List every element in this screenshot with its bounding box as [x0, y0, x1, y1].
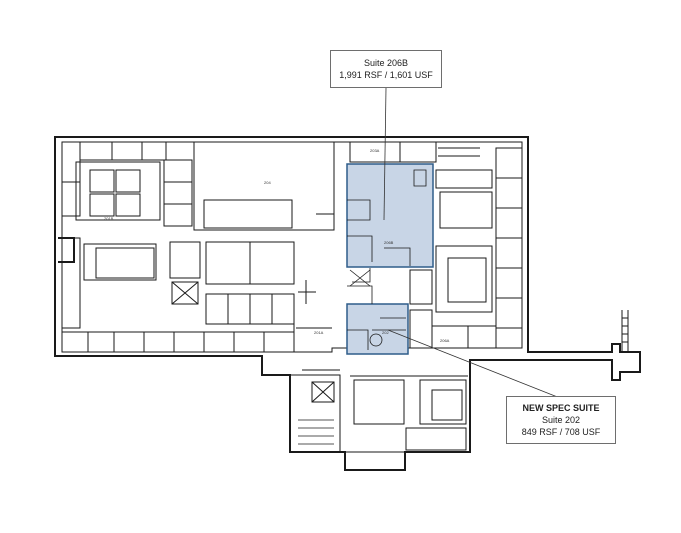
room-block — [233, 331, 265, 353]
room-block — [89, 169, 115, 193]
room-label-206b: 206B — [384, 240, 394, 245]
room-block — [205, 293, 229, 325]
room-block — [431, 325, 469, 349]
room-block — [95, 247, 155, 279]
room-block — [79, 141, 113, 161]
room-block — [227, 293, 251, 325]
room-block — [163, 203, 193, 227]
room-block — [115, 169, 141, 193]
room-block — [409, 309, 433, 349]
room-block — [495, 147, 523, 179]
room-label-201a: 201A — [314, 330, 324, 335]
room-block — [169, 241, 201, 279]
suite-202-heading: NEW SPEC SUITE — [522, 403, 600, 413]
room-block — [171, 281, 199, 305]
room-block — [113, 331, 145, 353]
room-block — [87, 331, 115, 353]
room-block — [353, 379, 405, 425]
room-block — [143, 331, 175, 353]
room-block — [435, 169, 493, 189]
room-block — [405, 427, 467, 451]
room-block — [289, 374, 341, 453]
suite-206b-area: 1,991 RSF / 1,601 USF — [339, 70, 433, 80]
room-label-206a: 206A — [440, 338, 450, 343]
room-block — [439, 191, 493, 229]
room-block — [173, 331, 205, 353]
room-block — [263, 331, 295, 353]
suite-202-highlight — [346, 303, 409, 355]
leader-line-202 — [387, 329, 561, 399]
room-block — [75, 161, 161, 221]
room-block — [83, 243, 157, 281]
room-label-203a: 203A — [370, 148, 380, 153]
leader-line-206b — [383, 87, 387, 221]
room-block — [495, 177, 523, 209]
room-block — [141, 141, 167, 161]
room-block — [205, 241, 251, 285]
room-block — [495, 207, 523, 239]
room-block — [495, 297, 523, 329]
room-block — [115, 193, 141, 217]
inner-wall — [61, 141, 523, 353]
room-block — [495, 237, 523, 269]
room-block — [344, 451, 406, 471]
room-block — [61, 237, 81, 329]
callout-suite-206b: Suite 206B 1,991 RSF / 1,601 USF — [330, 50, 442, 88]
room-label-201b: 201B — [104, 216, 114, 221]
room-block — [447, 257, 487, 303]
room-block — [431, 389, 463, 421]
room-block — [61, 331, 89, 353]
room-block — [203, 199, 293, 229]
room-block — [495, 267, 523, 299]
room-block — [61, 181, 81, 217]
room-204 — [193, 141, 335, 231]
callout-suite-202: NEW SPEC SUITE Suite 202 849 RSF / 708 U… — [506, 396, 616, 444]
room-block — [111, 141, 143, 161]
room-block — [163, 159, 193, 183]
suite-202-title: Suite 202 — [541, 415, 581, 425]
room-block — [419, 379, 467, 425]
room-label-204: 204 — [264, 180, 271, 185]
room-block — [203, 331, 235, 353]
room-block — [163, 181, 193, 205]
room-label-202: 202 — [382, 330, 389, 335]
suite-206b-title: Suite 206B — [363, 58, 409, 68]
suite-202-area: 849 RSF / 708 USF — [521, 427, 601, 437]
stair — [311, 381, 335, 403]
room-block — [249, 293, 273, 325]
room-block — [409, 269, 433, 305]
room-block — [467, 325, 497, 349]
room-block — [399, 141, 437, 163]
room-block — [249, 241, 295, 285]
room-block — [89, 193, 115, 217]
room-block — [435, 245, 493, 313]
room-block — [271, 293, 295, 325]
suite-206b-highlight — [346, 163, 434, 268]
